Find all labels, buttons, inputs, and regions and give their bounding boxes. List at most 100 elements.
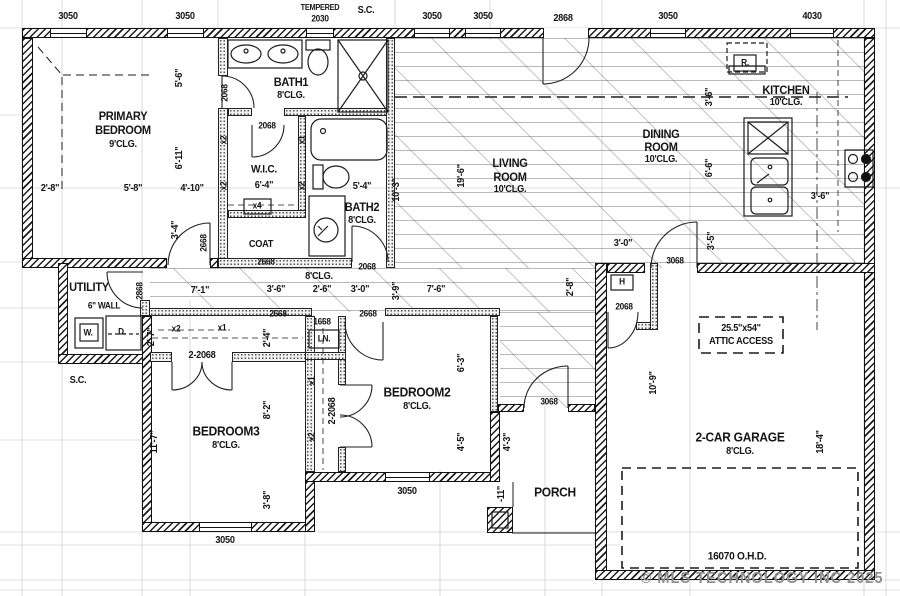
bedroom3-clg: 8'CLG.: [212, 440, 240, 451]
window-bedroom2: [385, 472, 430, 482]
window-size-label: 3050: [397, 486, 417, 497]
dim-label: 8'-2": [262, 400, 273, 420]
coat-label: COAT: [248, 239, 274, 250]
door-size-label: 2068: [615, 301, 633, 312]
dim-label: 5'-6": [174, 68, 185, 88]
wall-bed3-bed2: [305, 316, 315, 472]
utility-label: UTILITY: [69, 280, 109, 294]
sc-top-label: S.C.: [357, 5, 375, 16]
wall-porch-north-b: [568, 404, 595, 412]
shower: [337, 39, 389, 113]
door-size-label: 2-2068: [188, 350, 216, 361]
wall-bath-west-a: [218, 38, 228, 76]
linen-label: LN.: [317, 333, 331, 344]
dim-label: 10'-9": [648, 371, 659, 395]
garage-door-dashed: [621, 467, 859, 569]
wall-porch-north-a: [498, 404, 524, 412]
wic-door-arc: [251, 124, 285, 158]
wall-left: [22, 38, 33, 268]
wall-hall-north-a: [218, 258, 352, 268]
door-size-label: 2068: [219, 84, 230, 102]
attic-access-label: 25.5"x54": [721, 323, 761, 334]
primary-door-arc: [167, 222, 211, 266]
wall-utility-east-stub: [140, 300, 150, 316]
wall-garage-west: [595, 263, 607, 580]
window-size-label: 4030: [802, 11, 822, 22]
bath2-label: BATH2: [344, 200, 380, 214]
dim-label: 2'-8": [40, 183, 60, 194]
bed3-door-arc-right: [201, 361, 233, 391]
bedroom2-clg: 8'CLG.: [403, 401, 431, 412]
porch-label: PORCH: [534, 484, 576, 500]
dryer-box: [105, 315, 142, 351]
wall-bed2-closet-b: [338, 447, 346, 472]
tempered-size-label: 2030: [311, 13, 329, 24]
front-door-opening: [543, 28, 589, 38]
window-living-2: [465, 28, 501, 38]
window-kitchen: [790, 28, 834, 38]
bath2-door-arc: [351, 225, 389, 263]
closet-rod-dashes: [152, 204, 324, 470]
bath2-toilet: [312, 164, 350, 190]
hcloset-door-arc: [607, 311, 639, 349]
door-size-label: 1668: [313, 316, 331, 327]
wall-linen-south: [305, 352, 346, 360]
wall-step-south: [305, 474, 315, 532]
wall-wic-south: [228, 210, 306, 218]
dim-label: 4'-3": [502, 432, 513, 452]
window-size-label: 3050: [658, 11, 678, 22]
washer-label: W.: [83, 327, 93, 338]
bath2-clg: 8'CLG.: [348, 215, 376, 226]
door-size-label: 2868: [134, 282, 145, 300]
dim-label: 5'-4": [352, 181, 372, 192]
bath1-clg: 8'CLG.: [277, 90, 305, 101]
bed2-door-arc: [344, 321, 384, 361]
window-size-label: 3050: [215, 535, 235, 546]
wall-bedroom2-east-up: [490, 316, 498, 412]
water-heater-label: H: [619, 276, 625, 287]
dim-label: 5'-8": [123, 183, 143, 194]
wall-wic-bath2: [298, 116, 306, 218]
wall-hall-south-b: [385, 308, 500, 316]
primary-bedroom-label: BEDROOM: [95, 123, 151, 137]
window-size-label: 3050: [175, 11, 195, 22]
window-dining: [650, 28, 686, 38]
bath1-vanity: [227, 39, 303, 69]
dim-label: 4'-10": [180, 183, 204, 194]
garage-door-label: 16070 O.H.D.: [707, 550, 767, 563]
primary-ceiling-dashes: [37, 46, 150, 192]
wall-hcloset-east: [650, 263, 658, 330]
wall-note-label: 6" WALL: [87, 300, 121, 311]
wic-dim: 6'-4": [254, 180, 274, 191]
bath2-vanity: [308, 195, 346, 257]
bathtub: [310, 118, 388, 161]
door-size-label: 2068: [258, 120, 276, 131]
utility-door-arc: [106, 271, 144, 309]
window-size-label: 3050: [422, 11, 442, 22]
bed2-closet-arc-top: [339, 384, 373, 418]
dim-label: 3'-4": [170, 220, 181, 240]
dim-label: -11": [496, 485, 507, 503]
wall-bed2-closet-a: [338, 316, 346, 385]
wall-utility-west: [58, 263, 68, 364]
dim-label: 4'-5": [456, 432, 467, 452]
garage-label: 2-CAR GARAGE: [695, 429, 785, 445]
door-size-label: 2668: [198, 234, 209, 252]
sc-left-label: S.C.: [69, 375, 87, 386]
porch-edge-lines: [512, 482, 595, 534]
bath1-label: BATH1: [273, 75, 309, 89]
bedroom2-label: BEDROOM2: [383, 384, 451, 400]
tempered-label: TEMPERED: [300, 3, 340, 12]
wall-bath-east: [386, 38, 395, 268]
window-size-label: 3050: [473, 11, 493, 22]
wall-bath1-south-a: [228, 108, 252, 116]
window-living-1: [414, 28, 450, 38]
wic-label: W.I.C.: [251, 163, 277, 176]
wood-floor-hall-south: [500, 312, 595, 408]
dim-label: 6'-11": [174, 146, 185, 170]
dryer-label: D.: [118, 326, 126, 337]
dim-label: 3'-8": [262, 490, 273, 510]
bed3-door-arc-left: [171, 361, 203, 391]
window-bedroom3: [199, 522, 252, 532]
count-label: x1: [217, 322, 227, 333]
